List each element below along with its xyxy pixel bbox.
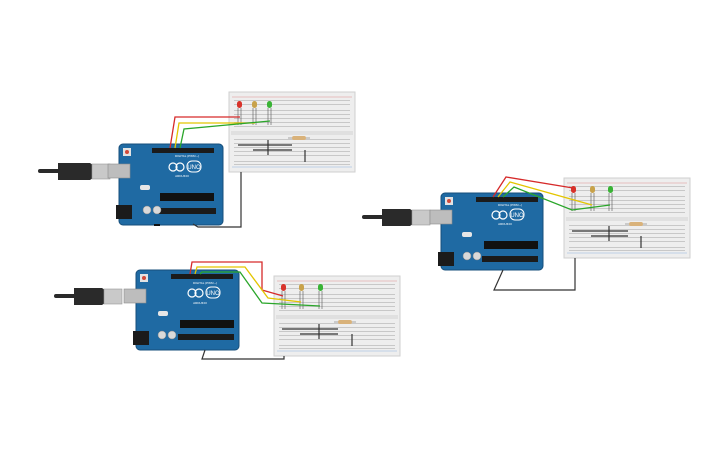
signal-wires[interactable] bbox=[189, 261, 321, 307]
uno-logo: UNO bbox=[491, 208, 525, 221]
signal-wires[interactable] bbox=[169, 116, 271, 149]
ground-wire[interactable] bbox=[201, 349, 285, 360]
assembly-bottom-left: UNO DIGITAL (PWM ~) ARDUINO bbox=[54, 261, 401, 360]
breadboard-holes bbox=[279, 284, 395, 349]
board-digital-label: DIGITAL (PWM ~) bbox=[498, 203, 522, 207]
ground-jumpers[interactable] bbox=[572, 226, 642, 248]
breadboard[interactable] bbox=[228, 91, 356, 173]
ground-wire[interactable] bbox=[192, 172, 242, 228]
board-brand-text: UNO bbox=[187, 165, 201, 171]
usb-cable[interactable] bbox=[54, 288, 123, 305]
breadboard[interactable] bbox=[563, 177, 691, 259]
ground-wire[interactable] bbox=[493, 258, 576, 291]
board-arduino-label: ARDUINO bbox=[193, 301, 208, 305]
signal-wires[interactable] bbox=[492, 176, 611, 211]
resistor[interactable] bbox=[288, 136, 310, 140]
uno-logo: UNO bbox=[187, 286, 221, 299]
board-digital-label: DIGITAL (PWM ~) bbox=[193, 281, 217, 285]
resistor[interactable] bbox=[334, 320, 356, 324]
resistor[interactable] bbox=[625, 222, 647, 226]
arduino-uno-board[interactable]: UNO DIGITAL (PWM ~) ARDUINO bbox=[107, 143, 224, 226]
led-green[interactable] bbox=[267, 101, 272, 125]
breadboard-holes bbox=[234, 100, 350, 165]
usb-cable[interactable] bbox=[362, 209, 431, 226]
breadboard-holes bbox=[569, 186, 685, 251]
board-arduino-label: ARDUINO bbox=[498, 222, 513, 226]
board-brand-text: UNO bbox=[206, 291, 220, 297]
arduino-uno-board[interactable]: UNO DIGITAL (PWM ~) ARDUINO bbox=[123, 269, 240, 351]
breadboard[interactable] bbox=[273, 275, 401, 357]
board-digital-label: DIGITAL (PWM ~) bbox=[175, 154, 199, 158]
led-green[interactable] bbox=[318, 284, 323, 309]
arduino-uno-board[interactable]: UNO DIGITAL (PWM ~) ARDUINO bbox=[429, 192, 544, 271]
led-red[interactable] bbox=[237, 101, 242, 125]
led-green[interactable] bbox=[608, 186, 613, 211]
assembly-top-left: UNO DIGITAL (PWM ~) ARDUINO bbox=[38, 91, 356, 228]
led-yellow[interactable] bbox=[299, 284, 304, 309]
assembly-right: UNO DIGITAL (PWM ~) ARDUINO bbox=[362, 176, 691, 291]
ground-jumpers[interactable] bbox=[282, 324, 353, 346]
usb-cable[interactable] bbox=[38, 163, 111, 180]
ground-jumpers[interactable] bbox=[238, 140, 306, 162]
uno-logo: UNO bbox=[168, 160, 202, 173]
board-brand-text: UNO bbox=[510, 213, 524, 219]
board-arduino-label: ARDUINO bbox=[175, 174, 190, 178]
